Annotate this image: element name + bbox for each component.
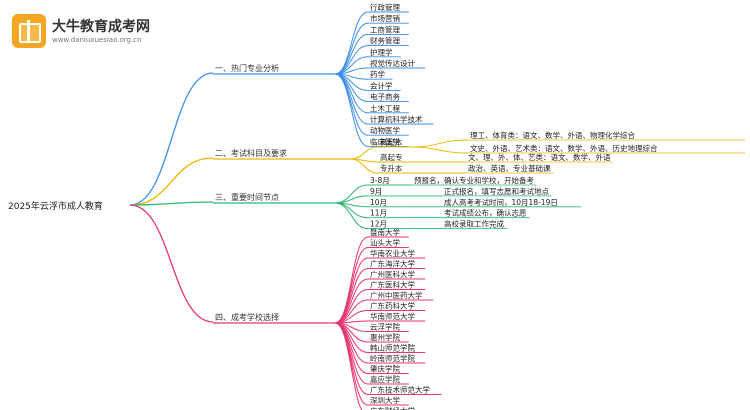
branch-label: 一、热门专业分析 [215, 63, 279, 73]
branch-label: 二、考试科目及要求 [215, 148, 287, 158]
leaf-label: 计算机科学技术 [370, 114, 423, 124]
leaf-connector [334, 73, 369, 147]
leaf-connector [349, 146, 379, 160]
leaf-label: 10月 [370, 198, 387, 207]
leaf-label: 云浮学院 [370, 322, 400, 332]
leaf-label: 工商管理 [370, 24, 400, 34]
leaf-label: 广州中医药大学 [370, 290, 423, 300]
leaf-connector [334, 202, 369, 230]
leaf-label: 华南农业大学 [370, 248, 415, 258]
detail-label: 预报名，确认专业和学校，开始备考 [414, 175, 534, 185]
leaf-label: 会计学 [370, 80, 393, 90]
leaf-connector [334, 184, 369, 204]
leaf-label: 华南师范大学 [370, 311, 415, 321]
leaf-label: 韩山师范学院 [370, 343, 415, 353]
leaf-label: 护理学 [370, 47, 393, 57]
leaf-label: 动物医学 [370, 125, 400, 135]
leaf-connector [334, 322, 363, 410]
leaf-label: 广东药科大学 [370, 301, 415, 311]
detail-connector [410, 146, 469, 154]
leaf-label: 广东医科大学 [370, 280, 415, 290]
leaf-connector [334, 322, 369, 406]
detail-label: 正式报名，填写志愿和考试地点 [444, 186, 549, 196]
branch-label: 三、重要时间节点 [215, 192, 279, 202]
detail-connector [410, 139, 469, 148]
leaf-label: 高起专 [380, 152, 403, 162]
leaf-label: 财务管理 [370, 36, 400, 46]
branch-connector [129, 157, 214, 206]
book-icon [12, 14, 46, 48]
detail-label: 考试成绩公布，确认志愿 [444, 208, 527, 218]
leaf-label: 汕头大学 [370, 238, 400, 248]
branch-connector [129, 204, 214, 323]
leaf-label: 嘉应学院 [370, 374, 400, 384]
detail-label: 政治、英语、专业基础课 [468, 163, 551, 173]
leaf-label: 行政管理 [370, 2, 400, 12]
detail-label: 文、理、外、体、艺类：语文、数学、外语 [468, 152, 611, 162]
detail-label: 文史、外语、艺术类：语文、数学、外语、历史地理综合 [470, 143, 658, 153]
logo-url: www.daniuxuesiao.org.cn [52, 36, 142, 44]
leaf-connector [349, 158, 379, 174]
leaf-label: 11月 [370, 209, 387, 218]
site-logo: 大牛教育成考网 www.daniuxuesiao.org.cn [12, 12, 192, 52]
leaf-connector [334, 73, 369, 136]
leaf-label: 9月 [370, 187, 382, 196]
leaf-connector [334, 322, 369, 395]
detail-label: 高校录取工作完成 [444, 219, 504, 229]
leaf-label: 专升本 [380, 163, 403, 173]
leaf-label: 肇庆学院 [370, 364, 400, 374]
logo-title: 大牛教育成考网 [52, 19, 150, 35]
detail-label: 理工、体育类：语文、数学、外语、物理化学综合 [470, 130, 635, 140]
leaf-connector [334, 268, 369, 324]
root-node: 2025年云浮市成人教育 [8, 200, 103, 212]
leaf-label: 3-8月 [370, 176, 390, 185]
leaf-label: 12月 [370, 220, 387, 229]
branch-connector [129, 201, 214, 206]
leaf-label: 视觉传达设计 [370, 58, 415, 68]
leaf-label: 惠州学院 [370, 332, 400, 342]
leaf-label: 岭南师范学院 [370, 353, 415, 363]
leaf-label: 广东财经大学 [370, 406, 415, 410]
leaf-label: 高起本 [380, 137, 403, 147]
leaf-label: 广州医科大学 [370, 269, 415, 279]
leaf-label: 广东海洋大学 [370, 259, 415, 269]
leaf-label: 深圳大学 [370, 395, 400, 405]
leaf-label: 暨南大学 [370, 227, 400, 237]
leaf-label: 市场营销 [370, 13, 400, 23]
leaf-connector [334, 22, 369, 75]
branch-connector [129, 72, 214, 206]
leaf-label: 电子商务 [370, 92, 400, 102]
leaf-connector [334, 73, 369, 114]
leaf-label: 广东技术师范大学 [370, 385, 430, 395]
leaf-label: 临床医学 [370, 136, 400, 146]
leaf-label: 土木工程 [370, 103, 400, 113]
branch-label: 四、成考学校选择 [215, 312, 279, 322]
detail-label: 成人高考考试时间，10月18-19日 [444, 197, 558, 207]
leaf-label: 药学 [370, 69, 385, 79]
